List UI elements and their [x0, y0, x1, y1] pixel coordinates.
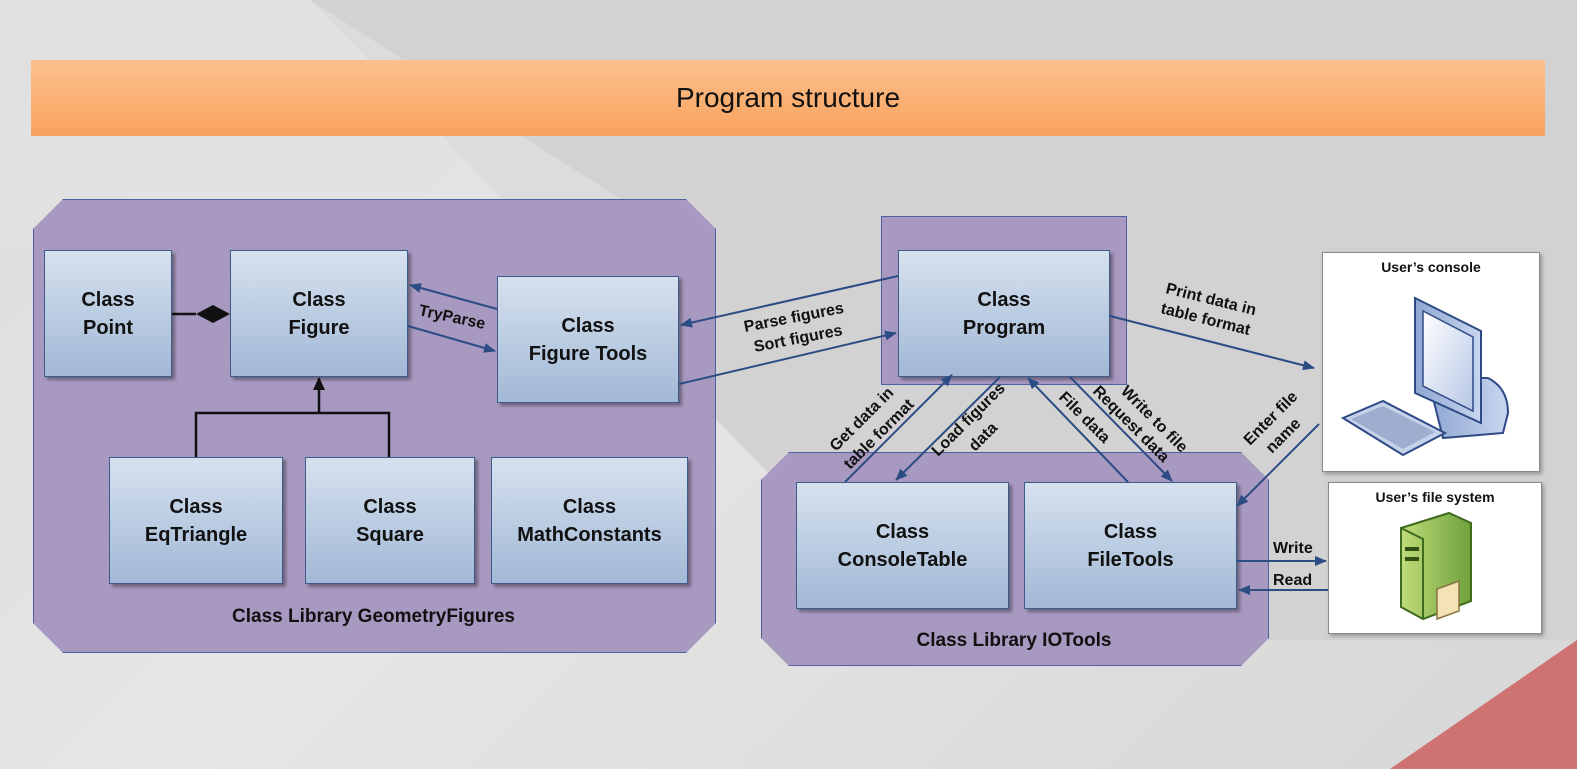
arrow-print-data [1109, 315, 1315, 371]
arrow-parse-figures [680, 275, 899, 328]
arrow-write-request [1069, 376, 1173, 482]
class-eqtriangle-name: EqTriangle [144, 523, 248, 546]
class-figure-box: Class Figure [230, 250, 408, 377]
arrow-tryparse-call [407, 325, 496, 353]
class-mathconstants-keyword: Class [562, 495, 617, 518]
class-filetools-name: FileTools [1087, 548, 1174, 571]
arrow-get-data [844, 374, 953, 483]
class-consoletable-name: ConsoleTable [837, 548, 968, 571]
arrow-enter-file-name [1236, 423, 1320, 507]
class-point-box: Class Point [44, 250, 172, 377]
inheritance-line [194, 411, 391, 457]
class-filetools-box: Class FileTools [1024, 482, 1237, 609]
class-square-keyword: Class [363, 495, 417, 518]
arrow-file-data [1027, 377, 1129, 483]
users-file-system-panel: User’s file system [1328, 482, 1542, 634]
label-load-figures-1: Load figures [929, 380, 1009, 460]
geometry-library-label: Class Library GeometryFigures [232, 606, 515, 627]
computer-icon [1340, 296, 1510, 457]
iotools-library-label: Class Library IOTools [916, 630, 1112, 651]
arrow-sort-figures [678, 330, 897, 385]
class-figure-tools-keyword: Class [561, 314, 615, 337]
class-mathconstants-name: MathConstants [517, 523, 662, 546]
class-figure-tools-name: Figure Tools [528, 342, 648, 365]
users-console-title: User’s console [1381, 259, 1481, 275]
label-tryparse: TryParse [417, 302, 487, 333]
arrow-tryparse-return [409, 283, 498, 310]
class-program-keyword: Class [977, 288, 1031, 311]
users-file-system-title: User’s file system [1375, 489, 1495, 505]
users-console-panel: User’s console [1322, 252, 1540, 472]
class-figure-tools-box: Class Figure Tools [497, 276, 679, 403]
class-square-name: Square [356, 523, 424, 546]
class-point-keyword: Class [81, 288, 135, 311]
arrow-load-figures [895, 376, 1001, 481]
class-figure-name: Figure [288, 316, 350, 339]
class-program-box: Class Program [898, 250, 1110, 377]
class-point-name: Point [83, 316, 133, 339]
class-mathconstants-box: Class MathConstants [491, 457, 688, 584]
label-write: Write [1273, 540, 1313, 557]
class-eqtriangle-box: Class EqTriangle [109, 457, 283, 584]
class-consoletable-keyword: Class [875, 520, 930, 543]
class-figure-keyword: Class [292, 288, 346, 311]
label-read: Read [1273, 572, 1312, 589]
class-eqtriangle-keyword: Class [169, 495, 223, 518]
class-consoletable-box: Class ConsoleTable [796, 482, 1009, 609]
class-program-name: Program [962, 316, 1046, 339]
class-square-box: Class Square [305, 457, 475, 584]
composition-diamond-icon [196, 305, 230, 323]
class-filetools-keyword: Class [1103, 520, 1158, 543]
server-icon [1400, 511, 1472, 621]
page-title: Program structure [31, 60, 1545, 136]
